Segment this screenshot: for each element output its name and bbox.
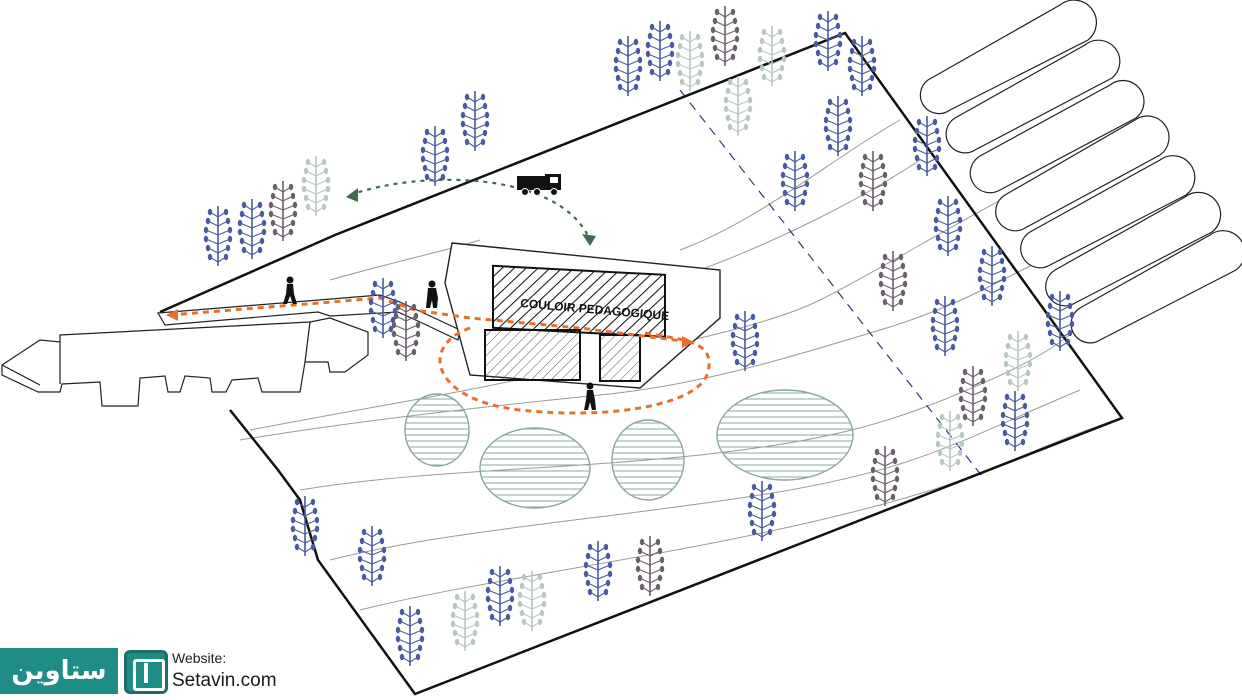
- tree-icon: [1000, 391, 1030, 451]
- pond-1: [404, 393, 470, 467]
- tree-icon: [203, 206, 233, 266]
- tree-icon: [290, 496, 320, 556]
- website-label-text: Website:: [172, 650, 227, 666]
- tree-icon: [1045, 291, 1075, 351]
- service-arrow-start: [346, 188, 358, 202]
- tree-icon: [780, 151, 810, 211]
- axis-dashed-line: [679, 89, 986, 481]
- building-block-bottom-left: [484, 329, 581, 381]
- pond-4: [716, 389, 854, 481]
- pedestrian-icons: [283, 276, 596, 410]
- brand-logo-icon: [124, 650, 168, 694]
- tree-icon: [460, 91, 490, 151]
- building-block-bottom-right: [599, 334, 641, 382]
- arrow-head-left: [166, 309, 178, 321]
- service-arrow-end: [582, 234, 596, 246]
- tree-icon: [747, 481, 777, 541]
- arrow-head-right: [682, 336, 694, 348]
- tree-icon: [930, 296, 960, 356]
- tree-icon: [847, 36, 877, 96]
- tree-icon: [485, 566, 515, 626]
- existing-building: [1, 317, 369, 407]
- tree-icon: [583, 541, 613, 601]
- tree-icon: [757, 26, 787, 86]
- tree-icon: [730, 311, 760, 371]
- pond-3: [611, 419, 685, 501]
- tree-icon: [958, 366, 988, 426]
- tree-icon: [933, 196, 963, 256]
- tree-icon: [878, 251, 908, 311]
- tree-icon: [357, 526, 387, 586]
- tree-icon: [710, 6, 740, 66]
- service-route: [349, 178, 592, 241]
- tree-icon: [858, 151, 888, 211]
- tree-icon: [977, 246, 1007, 306]
- tree-icon: [635, 536, 665, 596]
- tree-icon: [813, 11, 843, 71]
- pedestrian-icon: [426, 280, 438, 308]
- greenhouses: [919, 0, 1242, 344]
- website-label: Website:: [172, 650, 226, 666]
- pedestrian-icon: [584, 382, 596, 410]
- tree-icon: [675, 31, 705, 91]
- brand-name: ستاوین: [11, 656, 107, 686]
- trees: [203, 6, 1075, 666]
- tree-icon: [935, 411, 965, 471]
- tree-icon: [301, 156, 331, 216]
- website-url: Setavin.com: [172, 670, 277, 691]
- truck-icon: [517, 174, 561, 196]
- tree-icon: [613, 36, 643, 96]
- tree-icon: [870, 446, 900, 506]
- pond-2: [479, 427, 591, 509]
- tree-icon: [823, 96, 853, 156]
- circulation-paths: [169, 296, 711, 415]
- pedestrian-icon: [283, 276, 297, 304]
- central-building: COULOIR PEDAGOGIQUE: [444, 242, 721, 389]
- tree-icon: [1003, 331, 1033, 391]
- tree-icon: [395, 606, 425, 666]
- tree-icon: [368, 278, 398, 338]
- brand-badge: ستاوین: [0, 648, 118, 694]
- tree-icon: [723, 76, 753, 136]
- tree-icon: [912, 116, 942, 176]
- tree-icon: [268, 181, 298, 241]
- ponds: [404, 389, 854, 509]
- tree-icon: [420, 126, 450, 186]
- site-boundary: [159, 31, 1124, 696]
- tree-icon: [645, 21, 675, 81]
- tree-icon: [517, 571, 547, 631]
- tree-icon: [391, 301, 421, 361]
- tree-icon: [237, 199, 267, 259]
- tree-icon: [450, 591, 480, 651]
